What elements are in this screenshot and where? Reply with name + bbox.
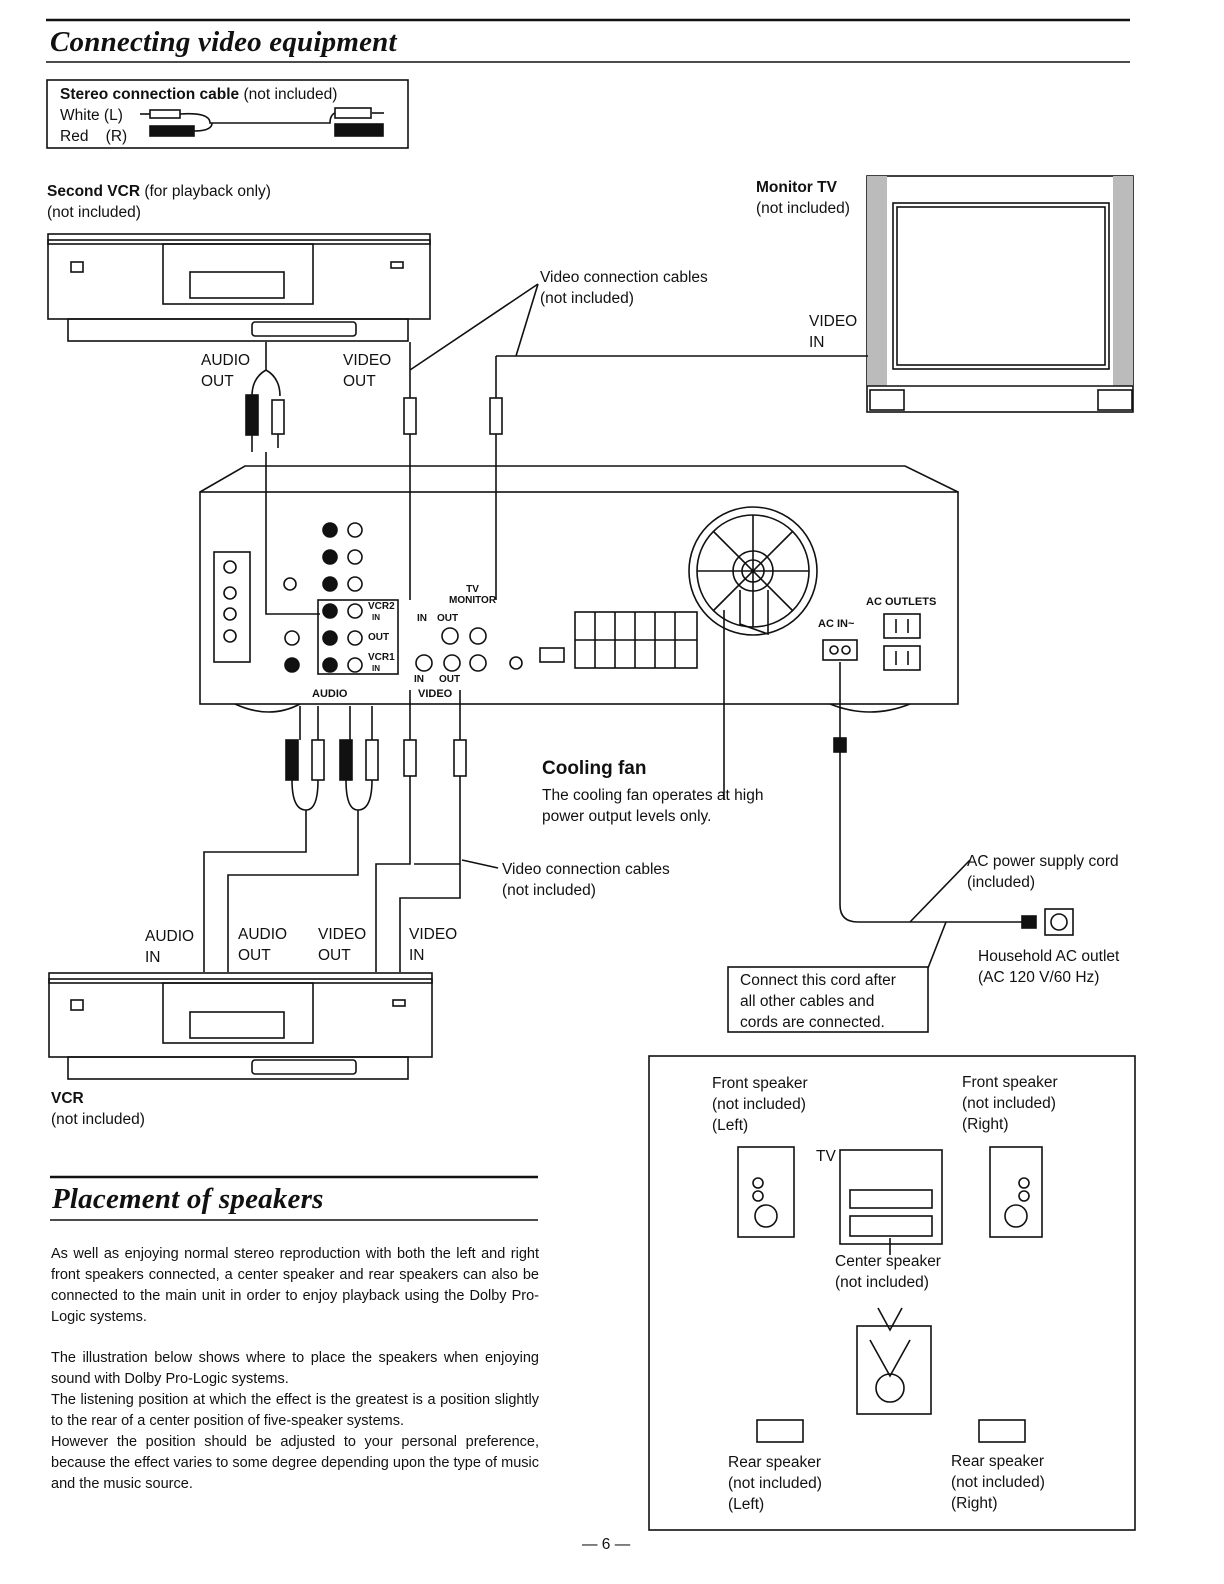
tv-monitor-out-label: OUT xyxy=(437,613,459,624)
audio-plugs-bottom xyxy=(285,706,379,811)
second-vcr-icon xyxy=(47,233,431,342)
tv-monitor-in-label: IN xyxy=(417,613,427,624)
audio-jacks-label: AUDIO xyxy=(312,688,348,700)
speaker-placement-box xyxy=(648,1055,1136,1531)
page-number: — 6 — xyxy=(582,1536,631,1553)
listener-icon xyxy=(856,1307,932,1415)
section-title: Connecting video equipment xyxy=(50,26,397,58)
vcr2-in-label: IN xyxy=(372,613,380,622)
vcr1-in-label: IN xyxy=(372,664,380,673)
stereo-cable-icon xyxy=(140,107,384,137)
cable-box-title: Stereo connection cable (not included) xyxy=(60,86,338,103)
placement-title: Placement of speakers xyxy=(52,1183,324,1215)
vcr2-out-label: OUT xyxy=(368,632,390,643)
video-cables-mid-label: Video connection cables(not included) xyxy=(502,861,670,899)
front-left-speaker-icon xyxy=(737,1146,795,1238)
notice-box xyxy=(727,966,929,1033)
monitor-tv-label: Monitor TV(not included) xyxy=(756,179,850,217)
video-plug-tv xyxy=(489,397,503,435)
video-plug-vcr1-in xyxy=(403,739,417,777)
cooling-fan-title: Cooling fan xyxy=(542,758,647,779)
vcr1-label: VCR1 xyxy=(368,652,395,663)
rear-right-speaker-label: Rear speaker(not included)(Right) xyxy=(951,1453,1045,1512)
cable-red-label: Red (R) xyxy=(60,128,128,145)
front-left-speaker-label: Front speaker(not included)(Left) xyxy=(712,1075,808,1134)
tv-label: TV xyxy=(816,1148,836,1165)
vcr1-video-out-label: OUT xyxy=(439,674,461,685)
video-plug-vcr1-out xyxy=(453,739,467,777)
front-right-speaker-icon xyxy=(989,1146,1043,1238)
stereo-cable-box xyxy=(46,79,409,149)
monitor-tv-icon xyxy=(866,175,1134,413)
cable-white-label: White (L) xyxy=(60,107,123,124)
receiver-back-panel xyxy=(199,465,959,713)
vcr-icon xyxy=(48,972,433,1080)
ac-outlets-icon xyxy=(822,613,921,671)
second-vcr-note: (not included) xyxy=(47,204,141,221)
vcr2-label: VCR2 xyxy=(368,601,395,612)
video-plug-vcr2 xyxy=(403,397,417,435)
second-vcr-label: Second VCR (for playback only) xyxy=(47,183,271,200)
rear-left-speaker-label: Rear speaker(not included)(Left) xyxy=(728,1454,822,1513)
vcr-label: VCR(not included) xyxy=(51,1090,145,1128)
ac-in-label: AC IN~ xyxy=(818,618,855,630)
tv-center-speaker-icon xyxy=(839,1149,943,1255)
center-speaker-label: Center speaker(not included) xyxy=(835,1253,941,1291)
cooling-fan-icon xyxy=(688,506,818,636)
placement-text: As well as enjoying normal stereo reprod… xyxy=(51,1246,539,1492)
household-outlet-label: Household AC outlet(AC 120 V/60 Hz) xyxy=(978,948,1120,986)
rear-left-speaker-icon xyxy=(756,1419,804,1443)
ac-outlets-label: AC OUTLETS xyxy=(866,596,937,608)
video-cables-top-label: Video connection cables(not included) xyxy=(540,269,708,307)
rear-right-speaker-icon xyxy=(978,1419,1026,1443)
video-jacks-label: VIDEO xyxy=(418,688,453,700)
front-right-speaker-label: Front speaker(not included)(Right) xyxy=(962,1074,1058,1133)
audio-plugs-top xyxy=(245,394,285,452)
vcr1-video-in-label: IN xyxy=(414,674,424,685)
ac-cord-label: AC power supply cord(included) xyxy=(967,853,1119,891)
